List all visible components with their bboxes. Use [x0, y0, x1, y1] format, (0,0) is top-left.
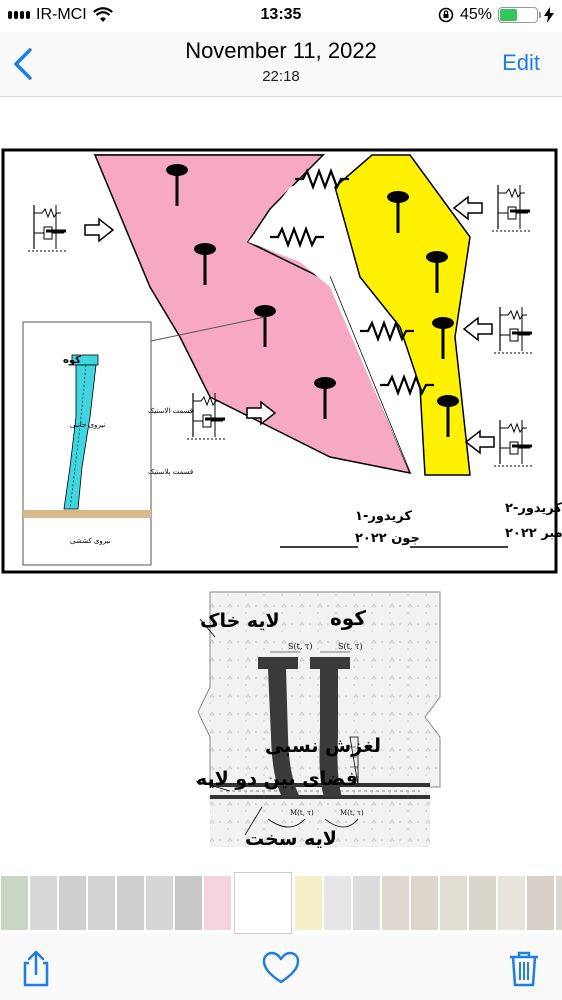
thumbnail[interactable]	[497, 875, 526, 931]
thumbnail[interactable]	[174, 875, 203, 931]
inset-lateral-force-label: نیروی جانبی	[70, 421, 105, 429]
battery-icon	[498, 7, 541, 23]
thumbnail[interactable]	[203, 875, 232, 931]
battery-percent: 45%	[459, 6, 492, 23]
navigation-bar: November 11, 2022 22:18 Edit	[0, 32, 562, 97]
thumbnail[interactable]	[526, 875, 555, 931]
thumbnail-strip[interactable]	[0, 872, 562, 934]
shear-label-1: S(t, τ)	[288, 642, 312, 651]
carrier-name: IR-MCI	[36, 6, 87, 23]
thumbnail[interactable]	[439, 875, 468, 931]
gap-between-layers-label: فضای بین دو لایه	[196, 768, 358, 790]
photo-date-title: November 11, 2022	[185, 38, 377, 63]
pier-label: کوه	[330, 606, 366, 630]
corridor-diagram: کوه قسمت الاستیک نیروی جانبی قسمت پلاستی…	[1, 148, 562, 574]
engineering-diagram-image: کوه قسمت الاستیک نیروی جانبی قسمت پلاستی…	[1, 148, 562, 850]
thumbnail[interactable]	[323, 875, 352, 931]
thumbnail[interactable]	[0, 875, 29, 931]
edit-button[interactable]: Edit	[502, 50, 540, 75]
soil-layer-label: لایه خاک	[200, 610, 280, 632]
hard-layer-label: لایه سخت	[245, 828, 337, 850]
thumbnail[interactable]	[410, 875, 439, 931]
thumbnail[interactable]	[29, 875, 58, 931]
inset-pier-label: کوه	[63, 355, 81, 366]
moment-label-1: M(t, τ)	[290, 809, 314, 817]
corridor-2-date: سپتامبر ۲۰۲۲	[505, 526, 562, 541]
orientation-lock-icon	[438, 7, 454, 23]
thumbnail[interactable]	[145, 875, 174, 931]
photo-viewer[interactable]: کوه قسمت الاستیک نیروی جانبی قسمت پلاستی…	[0, 97, 562, 869]
thumbnail[interactable]	[58, 875, 87, 931]
thumbnail[interactable]	[116, 875, 145, 931]
back-chevron-icon[interactable]	[8, 44, 38, 84]
inset-plastic-label: قسمت پلاستیک	[148, 468, 193, 476]
wifi-icon	[92, 7, 113, 22]
inset-elastic-label: قسمت الاستیک	[148, 407, 193, 415]
cellular-signal-icon	[8, 11, 30, 19]
pier-slip-diagram: S(t, τ) S(t, τ) M(t, τ) M(t, τ) کوه لایه…	[195, 591, 441, 850]
shear-label-2: S(t, τ)	[338, 642, 362, 651]
share-icon[interactable]	[16, 948, 56, 988]
thumbnail[interactable]	[352, 875, 381, 931]
photo-time-subtitle: 22:18	[262, 68, 300, 85]
trash-icon[interactable]	[504, 948, 544, 988]
corridor-2-name: کریدور-۲	[505, 501, 562, 516]
status-time: 13:35	[260, 6, 302, 23]
thumbnail[interactable]	[555, 875, 562, 931]
inset-tension-force-label: نیروی کششی	[70, 537, 111, 545]
thumbnail-selected[interactable]	[234, 872, 292, 934]
moment-label-2: M(t, τ)	[340, 809, 364, 817]
corridor-1-date: جون ۲۰۲۲	[355, 531, 420, 546]
corridor-1-name: کریدور-۱	[355, 509, 412, 524]
heart-icon[interactable]	[261, 948, 301, 988]
thumbnail[interactable]	[87, 875, 116, 931]
thumbnail[interactable]	[294, 875, 323, 931]
inset-pier-diagram: کوه قسمت الاستیک نیروی جانبی قسمت پلاستی…	[22, 316, 266, 566]
bottom-toolbar	[0, 934, 562, 1000]
status-bar: IR-MCI 13:35 45%	[0, 0, 562, 32]
charging-bolt-icon	[544, 7, 554, 23]
thumbnail[interactable]	[381, 875, 410, 931]
relative-slip-label: لغزش نسبی	[265, 735, 381, 757]
thumbnail[interactable]	[468, 875, 497, 931]
